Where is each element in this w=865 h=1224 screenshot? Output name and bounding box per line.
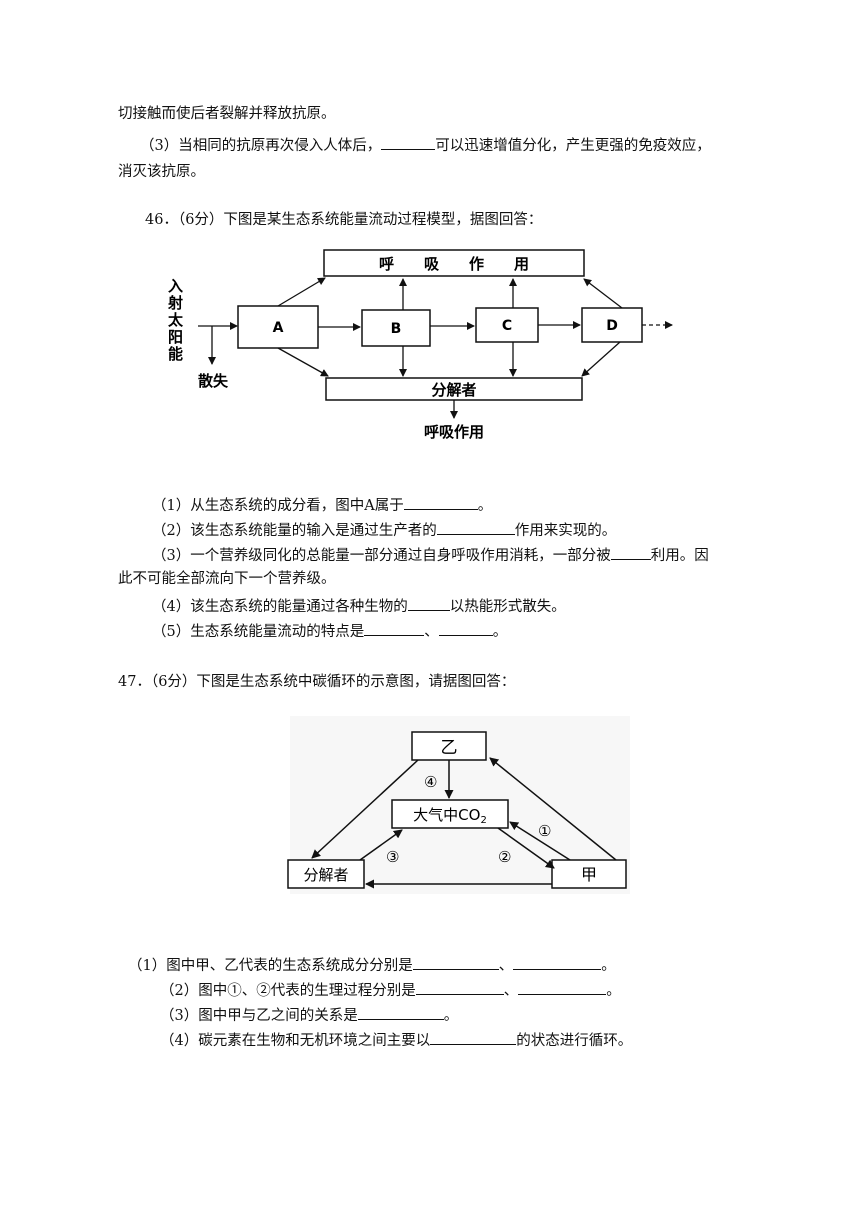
q47-1: （1）图中甲、乙代表的生态系统成分分别是、。	[128, 954, 616, 976]
co2-label: 大气中CO2	[413, 806, 487, 826]
q46-1: （1）从生态系统的成分看，图中A属于。	[152, 494, 492, 516]
q46-4: （4）该生态系统的能量通过各种生物的以热能形式散失。	[152, 595, 566, 617]
sunlight-char-2: 射	[167, 294, 183, 312]
marker-4: ④	[424, 773, 437, 791]
energy-flow-diagram: 呼 吸 作 用 入 射 太 阳 能 散失 A B C D 分解者 呼吸作用	[167, 249, 673, 441]
q46-2: （2）该生态系统能量的输入是通过生产者的作用来实现的。	[152, 519, 616, 541]
q45-part3-cont: 消灭该抗原。	[118, 164, 205, 180]
sunlight-char-5: 能	[168, 345, 183, 363]
answer-blank-47-4[interactable]	[430, 1029, 517, 1045]
yi-label: 乙	[441, 738, 458, 758]
node-b-box	[361, 309, 431, 347]
carbon-cycle-diagram: 乙 大气中CO2 分解者 甲 ④ ① ② ③	[287, 716, 630, 894]
jia-box	[551, 859, 627, 889]
respiration-top-label: 呼 吸 作 用	[379, 255, 529, 273]
sunlight-char-3: 太	[168, 311, 184, 329]
q46-3-cont: 此不可能全部流向下一个营养级。	[118, 571, 336, 587]
answer-blank-46-5b[interactable]	[438, 620, 493, 636]
q45-part3: （3）当相同的抗原再次侵入人体后，可以迅速增值分化，产生更强的免疫效应，	[140, 134, 711, 156]
answer-blank-46-2[interactable]	[436, 519, 515, 535]
q47-2: （2）图中①、②代表的生理过程分别是、。	[160, 979, 621, 1001]
q46-3: （3）一个营养级同化的总能量一部分通过自身呼吸作用消耗，一部分被利用。因	[152, 544, 709, 566]
q45-line1: 切接触而使后者裂解并释放抗原。	[118, 106, 336, 122]
respiration-top-box	[323, 249, 585, 277]
loss-label: 散失	[198, 372, 229, 390]
marker-1: ①	[538, 822, 551, 840]
node-d-label: D	[606, 318, 618, 334]
sunlight-char-4: 阳	[168, 328, 183, 346]
node-c-box	[475, 307, 539, 343]
q47-title: 47．（6分）下图是生态系统中碳循环的示意图，请据图回答：	[118, 674, 516, 690]
yi-box	[411, 731, 487, 761]
sunlight-char-1: 入	[168, 277, 183, 295]
decomposer-label: 分解者	[431, 381, 476, 399]
co2-box	[391, 799, 509, 829]
answer-blank-47-2a[interactable]	[415, 979, 504, 995]
marker-3: ③	[386, 848, 399, 866]
q47-4: （4）碳元素在生物和无机环境之间主要以的状态进行循环。	[160, 1029, 632, 1051]
answer-blank-46-1[interactable]	[403, 494, 478, 510]
node-b-label: B	[391, 321, 402, 337]
q46-5: （5）生态系统能量流动的特点是、。	[152, 620, 507, 642]
respiration-bottom-label: 呼吸作用	[424, 423, 484, 441]
jia-label: 甲	[581, 865, 597, 884]
node-c-label: C	[502, 318, 512, 334]
decomposer-label-47: 分解者	[303, 866, 348, 884]
answer-blank-46-5a[interactable]	[364, 620, 425, 636]
q47-3: （3）图中甲与乙之间的关系是。	[160, 1004, 458, 1026]
decomposer-box-47	[287, 859, 365, 889]
marker-2: ②	[498, 848, 511, 866]
answer-blank-47-1b[interactable]	[513, 954, 602, 970]
answer-blank-45-3[interactable]	[381, 134, 436, 150]
answer-blank-47-1a[interactable]	[412, 954, 499, 970]
answer-blank-47-2b[interactable]	[518, 979, 607, 995]
answer-blank-47-3[interactable]	[357, 1004, 444, 1020]
node-a-label: A	[273, 320, 284, 336]
answer-blank-46-4[interactable]	[407, 595, 450, 611]
q46-title: 46．（6分）下图是某生态系统能量流动过程模型，据图回答：	[145, 212, 543, 228]
answer-blank-46-3[interactable]	[610, 544, 651, 560]
